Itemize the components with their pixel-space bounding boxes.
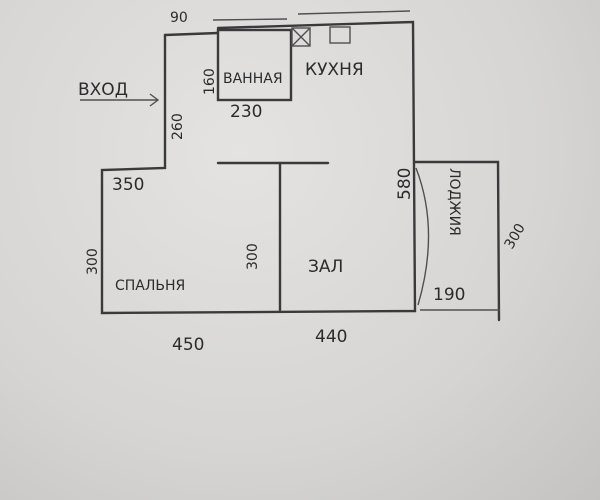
- dim-kitchen-height: 580: [395, 168, 415, 200]
- label-entrance: ВХОД: [78, 80, 128, 100]
- dim-corridor-length: 260: [170, 113, 186, 140]
- label-loggia: ЛОДЖИЯ: [446, 168, 462, 236]
- vent-box: [291, 27, 311, 47]
- dim-bedroom-top: 350: [112, 175, 144, 195]
- dim-corridor-top: 90: [170, 10, 188, 26]
- loggia-door-arc: [415, 167, 430, 306]
- label-bathroom: ВАННАЯ: [223, 71, 283, 87]
- dim-bottom-left: 450: [172, 335, 204, 355]
- dimension-arrow: [297, 10, 411, 15]
- bathroom-walls: [216, 28, 293, 102]
- dim-bath-width: 230: [230, 102, 262, 122]
- label-kitchen: КУХНЯ: [305, 60, 364, 80]
- entrance-arrow-head: [149, 93, 160, 107]
- dim-loggia-width: 190: [433, 285, 465, 305]
- dim-partition: 300: [245, 243, 261, 270]
- dimension-arrow: [212, 18, 288, 21]
- corridor-top-wall: [163, 31, 220, 37]
- dim-bedroom-left: 300: [85, 248, 101, 275]
- label-bedroom: СПАЛЬНЯ: [115, 278, 185, 294]
- loggia-walls: [413, 160, 501, 322]
- vent-cross: [291, 27, 311, 47]
- dim-bottom-right: 440: [315, 327, 347, 347]
- outer-wall: [100, 20, 417, 315]
- label-hall: ЗАЛ: [308, 257, 343, 277]
- stove-icon: [329, 26, 351, 44]
- dim-loggia-height: 300: [502, 221, 529, 252]
- dim-bath-height: 160: [202, 68, 218, 95]
